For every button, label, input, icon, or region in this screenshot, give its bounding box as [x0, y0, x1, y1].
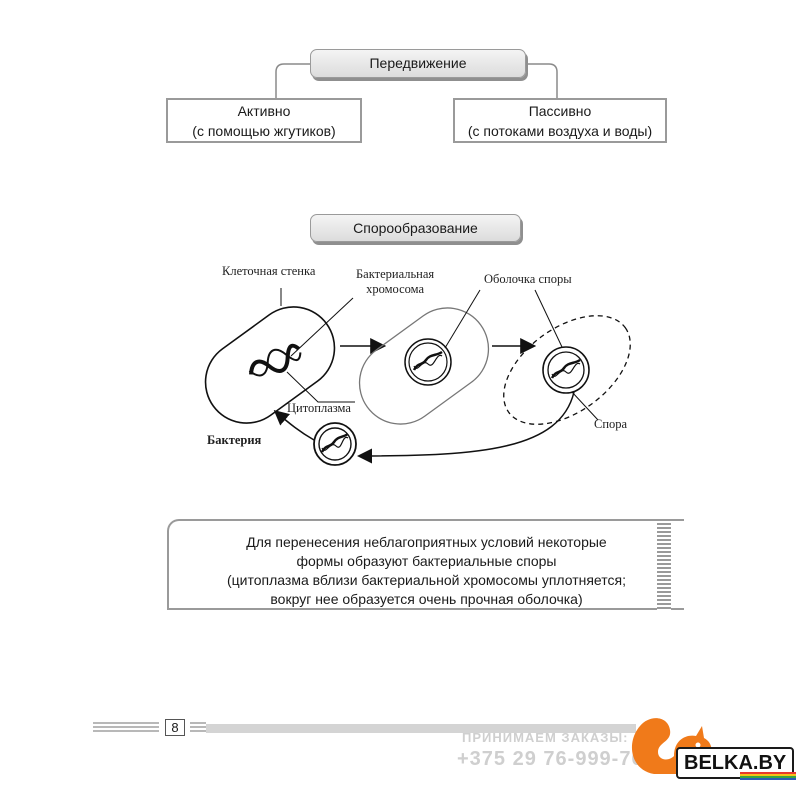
note-line-3: (цитоплазма вблизи бактериальной хромосо…: [227, 572, 626, 588]
active-movement-title: Активно: [237, 103, 291, 119]
note-line-4: вокруг нее образуется очень прочная обол…: [270, 591, 583, 607]
note-line-1: Для перенесения неблагоприятных условий …: [246, 534, 607, 550]
germinating-spore-icon: [313, 422, 357, 466]
active-movement-box: Активно (с помощью жгутиков): [166, 98, 362, 143]
note-side-stripes: [657, 519, 671, 610]
spore-formation-diagram: [204, 288, 631, 466]
bacterium-cell-forming-spore: [358, 307, 490, 425]
spore-title-text: Спорообразование: [353, 220, 478, 236]
label-chromosome-line1: Бактериальная: [356, 267, 435, 281]
movement-title: Передвижение: [310, 49, 526, 78]
label-cell-wall: Клеточная стенка: [222, 264, 316, 278]
spore-note-box: Для перенесения неблагоприятных условий …: [167, 519, 684, 610]
germination-arrow: [357, 391, 575, 464]
watermark-phone: +375 29 76-999-76: [457, 748, 644, 770]
active-movement-detail: (с помощью жгутиков): [192, 123, 336, 139]
spore-coat-leader-2: [534, 289, 563, 348]
watermark-orders: ПРИНИМАЕМ ЗАКАЗЫ:: [462, 730, 629, 745]
label-bacterial-chromosome: Бактериальная хромосома: [356, 267, 434, 297]
spore-icon: [542, 346, 590, 394]
forespore-icon: [404, 338, 452, 386]
brand-color-stripes: [740, 772, 796, 780]
spore-coat-leader-1: [444, 289, 481, 349]
footer-rule-left: [93, 722, 159, 734]
footer-bar: [206, 724, 636, 733]
return-to-bacterium-arrow: [273, 410, 315, 441]
label-spore: Спора: [594, 417, 628, 431]
label-chromosome-line2: хромосома: [366, 282, 425, 296]
page-number: 8: [165, 719, 185, 736]
bacterial-chromosome-icon: [248, 343, 302, 377]
note-line-2: формы образуют бактериальные споры: [296, 553, 557, 569]
cytoplasm-leader: [286, 371, 355, 403]
dissolving-cell-outline: [503, 315, 631, 425]
passive-movement-title: Пассивно: [528, 103, 592, 119]
footer-rule-mid: [190, 722, 206, 734]
chromosome-leader: [290, 297, 354, 357]
label-spore-coat: Оболочка споры: [484, 272, 572, 286]
spore-title: Спорообразование: [310, 214, 521, 242]
passive-movement-box: Пассивно (с потоками воздуха и воды): [453, 98, 667, 143]
movement-title-text: Передвижение: [369, 55, 467, 71]
movement-connectors: [275, 63, 558, 98]
passive-movement-detail: (с потоками воздуха и воды): [467, 123, 653, 139]
bacterium-cell: [204, 306, 336, 424]
spore-leader: [571, 391, 599, 421]
label-bacterium: Бактерия: [207, 433, 262, 447]
label-cytoplasm: Цитоплазма: [287, 401, 351, 415]
